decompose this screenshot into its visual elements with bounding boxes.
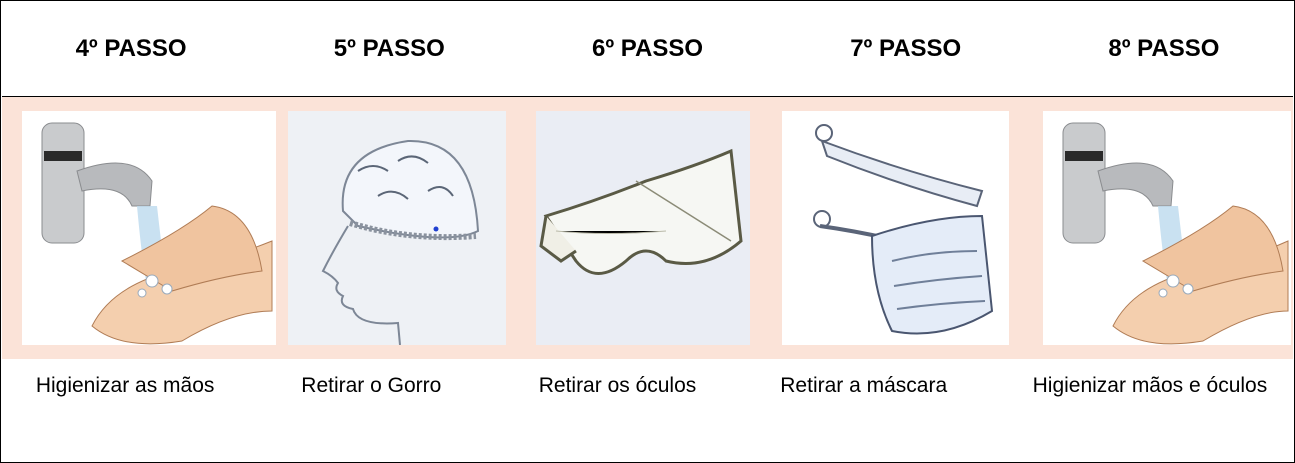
- safety-goggles-icon: [536, 111, 750, 345]
- step-4-caption: Higienizar as mãos: [35, 374, 215, 397]
- step-7-title: 7º PASSO: [850, 35, 962, 62]
- step-8-caption: Higienizar mãos e óculos: [1032, 374, 1268, 397]
- step-4-title: 4º PASSO: [75, 35, 187, 62]
- header-row: 4º PASSO 5º PASSO 6º PASSO 7º PASSO 8º P…: [2, 2, 1293, 97]
- step-5-caption: Retirar o Gorro: [301, 374, 442, 397]
- surgical-cap-icon: [288, 111, 506, 345]
- caption-row: Higienizar as mãos Retirar o Gorro Retir…: [2, 359, 1293, 459]
- step-5-title: 5º PASSO: [333, 35, 445, 62]
- hand-washing-icon: [1043, 111, 1291, 345]
- step-8-title: 8º PASSO: [1108, 35, 1220, 62]
- hand-washing-icon: [22, 111, 276, 345]
- face-mask-icon: [782, 111, 1009, 345]
- illustration-band: [2, 97, 1293, 359]
- step-6-caption: Retirar os óculos: [538, 374, 697, 397]
- step-6-title: 6º PASSO: [591, 35, 704, 62]
- step-7-caption: Retirar a máscara: [780, 374, 948, 397]
